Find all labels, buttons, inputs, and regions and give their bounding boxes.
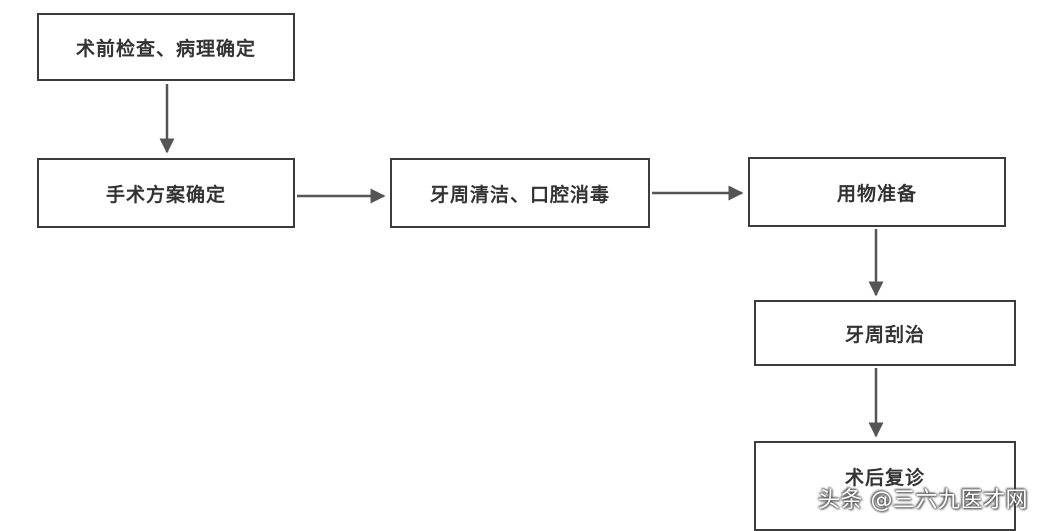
node-postop-followup: 术后复诊 [754,441,1016,531]
node-preop-exam: 术前检查、病理确定 [37,13,295,81]
node-label: 用物准备 [836,182,917,205]
node-periodontal-scaling: 牙周刮治 [754,300,1016,366]
node-label: 牙周清洁、口腔消毒 [429,183,610,206]
node-label: 牙周刮治 [844,323,925,346]
node-surgical-plan: 手术方案确定 [37,158,295,228]
node-cleaning-disinfection: 牙周清洁、口腔消毒 [390,158,650,228]
node-supplies-prep: 用物准备 [748,157,1006,227]
watermark: 头条 @三六九医才网 [818,488,1028,513]
node-label: 手术方案确定 [105,183,226,206]
node-label: 术后复诊 [844,467,925,489]
node-label: 术前检查、病理确定 [75,37,256,60]
